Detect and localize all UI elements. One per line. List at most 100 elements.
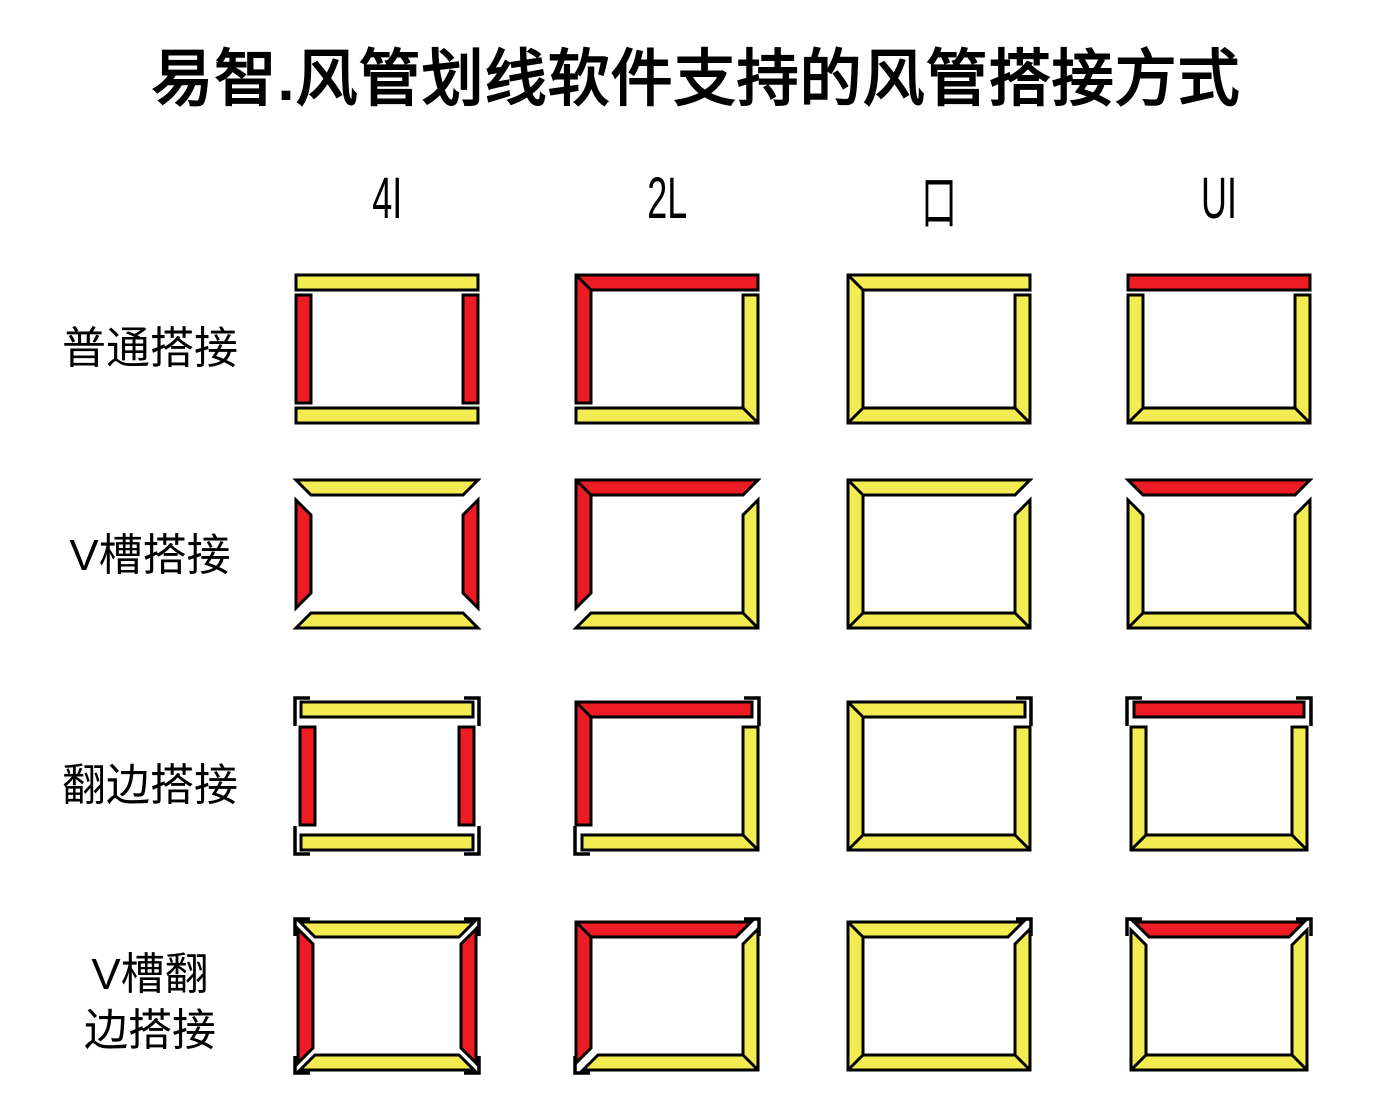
- duct-piece-left: [294, 496, 313, 612]
- duct-piece-left: [298, 725, 317, 827]
- cell-vflange-4I: [293, 917, 481, 1075]
- cell-vgroove-UI: [1124, 478, 1314, 630]
- duct-piece-bottom: [294, 406, 480, 425]
- duct-piece-top: [1130, 920, 1308, 939]
- flange-hook: [293, 917, 310, 936]
- miter-seam-line: [846, 406, 865, 425]
- cell-vgroove-box: [846, 478, 1034, 630]
- duct-piece-top: [294, 273, 480, 292]
- miter-seam-line: [574, 273, 593, 292]
- column-header-label: 口: [921, 171, 957, 236]
- flange-hook: [1125, 917, 1142, 936]
- miter-seam-line: [1013, 611, 1032, 630]
- duct-piece-top: [296, 920, 478, 939]
- miter-seam-line: [846, 700, 865, 719]
- miter-seam-line: [574, 920, 593, 939]
- duct-piece-left: [294, 293, 313, 405]
- duct-piece-all: [846, 273, 1032, 425]
- miter-seam-line: [741, 406, 760, 425]
- duct-piece-right: [459, 925, 478, 1067]
- duct-piece-all: [846, 920, 1032, 1072]
- duct-piece-bottom: [292, 611, 482, 630]
- miter-seam-line: [1290, 833, 1309, 852]
- miter-seam-line: [741, 611, 760, 630]
- flange-hook: [1296, 917, 1313, 936]
- flange-hook: [293, 696, 310, 726]
- flange-hook: [464, 1056, 481, 1075]
- flange-hook: [293, 1056, 310, 1075]
- duct-piece-L2: [574, 293, 760, 425]
- duct-piece-L2: [572, 496, 760, 630]
- row-label-vgroove: V槽搭接: [0, 516, 300, 596]
- duct-piece-right: [461, 293, 480, 405]
- miter-seam-line: [846, 1053, 865, 1072]
- miter-seam-line: [1293, 406, 1312, 425]
- flange-hook: [1125, 696, 1142, 726]
- duct-piece-top: [1124, 478, 1314, 497]
- duct-piece-top: [292, 478, 482, 497]
- cell-flange-4I: [293, 696, 481, 856]
- row-label-line: 边搭接: [84, 1006, 216, 1055]
- column-header-box: 口: [844, 163, 1034, 236]
- row-label-line: V槽搭接: [69, 531, 231, 580]
- row-label-line: 普通搭接: [62, 324, 238, 373]
- duct-piece-top: [1126, 273, 1312, 292]
- miter-seam-line: [846, 611, 865, 630]
- miter-seam-line: [1126, 611, 1145, 630]
- flange-hook: [744, 696, 761, 726]
- miter-seam-line: [741, 833, 760, 852]
- duct-piece-right: [457, 725, 476, 827]
- miter-seam-line: [1290, 1053, 1309, 1072]
- column-header-label: UI: [1201, 165, 1237, 231]
- duct-piece-all: [846, 700, 1032, 852]
- flange-hook: [464, 917, 481, 936]
- miter-seam-line: [574, 478, 593, 497]
- cell-plain-UI: [1126, 273, 1312, 425]
- duct-piece-L2: [579, 925, 760, 1072]
- column-header-UI: UI: [1124, 163, 1314, 233]
- column-header-2L: 2L: [572, 163, 762, 233]
- miter-seam-line: [846, 920, 865, 939]
- miter-seam-line: [1293, 611, 1312, 630]
- flange-hook: [464, 826, 481, 856]
- column-header-label: 4I: [372, 165, 402, 231]
- duct-piece-u: [1129, 926, 1309, 1072]
- duct-piece-L1: [574, 920, 755, 1067]
- flange-hook: [1016, 696, 1033, 726]
- miter-seam-line: [1129, 833, 1148, 852]
- cell-flange-UI: [1125, 696, 1313, 852]
- cell-flange-box: [846, 696, 1033, 852]
- page-title: 易智.风管划线软件支持的风管搭接方式: [151, 45, 1241, 114]
- duct-piece-bottom: [299, 833, 475, 852]
- flange-hook: [1016, 917, 1033, 936]
- cell-vflange-UI: [1125, 917, 1313, 1072]
- cell-plain-4I: [294, 273, 480, 425]
- cell-vgroove-4I: [292, 478, 482, 630]
- row-label-vflange: V槽翻边搭接: [0, 935, 300, 1071]
- column-header-label: 2L: [646, 165, 687, 231]
- cell-vgroove-2L: [572, 478, 762, 630]
- duct-piece-u: [1129, 725, 1309, 852]
- cell-vflange-2L: [573, 917, 761, 1075]
- duct-piece-all: [846, 478, 1034, 630]
- duct-piece-top: [299, 700, 475, 719]
- duct-piece-L2: [580, 725, 760, 852]
- cell-vflange-box: [846, 917, 1033, 1072]
- miter-seam-line: [1126, 406, 1145, 425]
- miter-seam-line: [846, 273, 865, 292]
- flange-hook: [573, 826, 590, 856]
- miter-seam-line: [1013, 1053, 1032, 1072]
- duct-piece-right: [461, 496, 480, 612]
- flange-hook: [1296, 696, 1313, 726]
- duct-piece-bottom: [296, 1053, 478, 1072]
- cell-flange-2L: [573, 696, 761, 856]
- row-label-flange: 翻边搭接: [0, 746, 300, 826]
- duct-piece-L1: [574, 273, 760, 405]
- miter-seam-line: [741, 1053, 760, 1072]
- duct-piece-u: [1126, 496, 1312, 630]
- cell-plain-box: [846, 273, 1032, 425]
- miter-seam-line: [1013, 833, 1032, 852]
- row-label-plain: 普通搭接: [0, 309, 300, 389]
- duct-piece-left: [296, 925, 315, 1067]
